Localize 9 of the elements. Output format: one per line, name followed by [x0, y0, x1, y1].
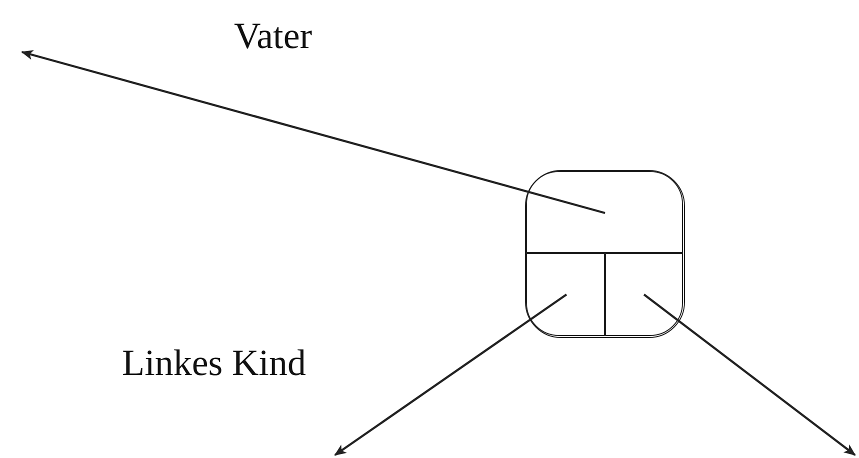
- arrow: [643, 294, 856, 456]
- field-compartment: [604, 252, 683, 336]
- arrow: [21, 50, 606, 214]
- record-box: [525, 170, 685, 338]
- field-compartment: [526, 252, 606, 336]
- edge-label: Linkes Kind: [122, 345, 306, 382]
- field-compartment: [526, 171, 683, 254]
- edge-label: Vater: [234, 18, 312, 55]
- arrow: [334, 294, 568, 456]
